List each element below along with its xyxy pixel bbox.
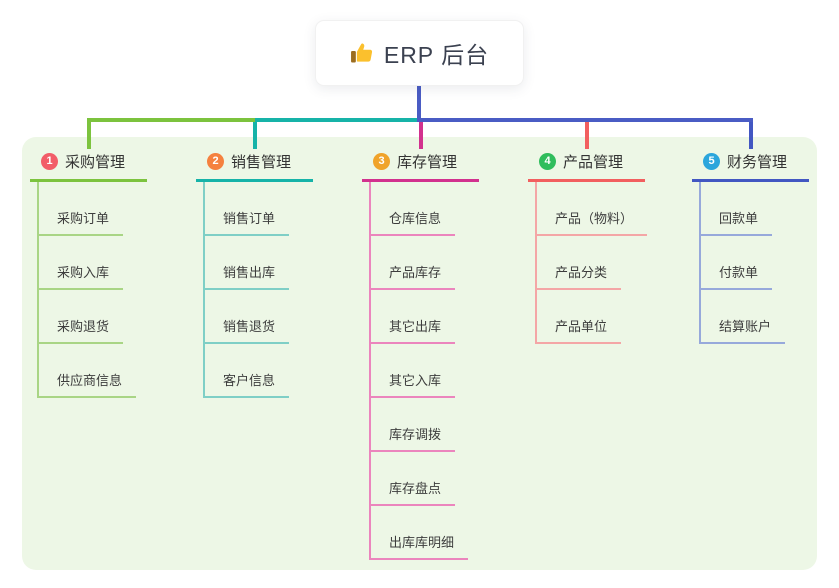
mindmap-node[interactable]: 销售订单 [203, 182, 290, 236]
branch-title: 库存管理 [397, 154, 458, 171]
branch-1: 1 采购管理采购订单采购入库采购退货供应商信息 [30, 148, 147, 398]
mindmap-node-label: 出库库明细 [389, 535, 455, 550]
mindmap-background-panel [22, 137, 817, 570]
mindmap-node-label: 库存调拨 [389, 427, 442, 442]
mindmap-node[interactable]: 采购退货 [37, 290, 124, 344]
mindmap-node-label: 采购入库 [57, 265, 110, 280]
branch-header-3[interactable]: 3 库存管理 [362, 148, 479, 182]
branch-connector-line [203, 182, 205, 398]
mindmap-node-label: 供应商信息 [57, 373, 123, 388]
mindmap-node[interactable]: 其它入库 [369, 344, 456, 398]
branch-index-badge: 5 [703, 153, 720, 170]
branch-title: 销售管理 [231, 154, 292, 171]
branch-children: 仓库信息产品库存其它出库其它入库库存调拨库存盘点出库库明细 [369, 182, 479, 560]
root-node-erp[interactable]: ERP 后台 [315, 20, 524, 86]
branch-4: 4 产品管理产品（物料） 产品分类产品单位 [528, 148, 648, 344]
mindmap-node-label: 销售出库 [223, 265, 276, 280]
branch-2: 2 销售管理销售订单销售出库销售退货客户信息 [196, 148, 313, 398]
mindmap-node[interactable]: 其它出库 [369, 290, 456, 344]
mindmap-node-label: 库存盘点 [389, 481, 442, 496]
mindmap-node-label: 结算账户 [719, 319, 772, 334]
branch-index-badge: 1 [41, 153, 58, 170]
mindmap-node[interactable]: 产品单位 [535, 290, 622, 344]
branch-children: 产品（物料） 产品分类产品单位 [535, 182, 648, 344]
connector-drop-branch-3 [419, 118, 423, 149]
branch-connector-line [369, 182, 371, 560]
mindmap-node[interactable]: 产品库存 [369, 236, 456, 290]
mindmap-node[interactable]: 库存调拨 [369, 398, 456, 452]
branch-3: 3 库存管理仓库信息产品库存其它出库其它入库库存调拨库存盘点出库库明细 [362, 148, 479, 560]
mindmap-node-label: 产品库存 [389, 265, 442, 280]
mindmap-node-label: 产品单位 [555, 319, 608, 334]
connector-trunk-left-green [89, 118, 255, 122]
mindmap-node[interactable]: 客户信息 [203, 344, 290, 398]
branch-title: 产品管理 [563, 154, 624, 171]
connector-trunk-right-blue [421, 118, 753, 122]
mindmap-node[interactable]: 销售退货 [203, 290, 290, 344]
mindmap-node-label: 其它入库 [389, 373, 442, 388]
connector-root-drop [417, 84, 421, 122]
branch-index-badge: 3 [373, 153, 390, 170]
branch-children: 回款单付款单结算账户 [699, 182, 809, 344]
mindmap-node-label: 客户信息 [223, 373, 276, 388]
branch-5: 5 财务管理回款单付款单结算账户 [692, 148, 809, 344]
mindmap-node-label: 销售退货 [223, 319, 276, 334]
mindmap-node[interactable]: 仓库信息 [369, 182, 456, 236]
mindmap-node[interactable]: 库存盘点 [369, 452, 456, 506]
thumbs-up-icon [350, 41, 375, 66]
branch-connector-line [37, 182, 39, 398]
branch-header-2[interactable]: 2 销售管理 [196, 148, 313, 182]
connector-trunk-mid-teal [255, 118, 421, 122]
mindmap-node-label: 仓库信息 [389, 211, 442, 226]
branch-children: 采购订单采购入库采购退货供应商信息 [37, 182, 147, 398]
mindmap-node-label: 采购退货 [57, 319, 110, 334]
branch-index-badge: 2 [207, 153, 224, 170]
mindmap-node[interactable]: 销售出库 [203, 236, 290, 290]
branch-header-1[interactable]: 1 采购管理 [30, 148, 147, 182]
branch-header-4[interactable]: 4 产品管理 [528, 148, 645, 182]
mindmap-node[interactable]: 出库库明细 [369, 506, 469, 560]
connector-drop-branch-1 [87, 118, 91, 149]
branch-index-badge: 4 [539, 153, 556, 170]
mindmap-node-label: 采购订单 [57, 211, 110, 226]
mindmap-node[interactable]: 结算账户 [699, 290, 786, 344]
mindmap-node[interactable]: 付款单 [699, 236, 773, 290]
mindmap-node[interactable]: 回款单 [699, 182, 773, 236]
branch-title: 采购管理 [65, 154, 126, 171]
mindmap-node-label: 产品（物料） [555, 211, 634, 226]
branch-connector-line [535, 182, 537, 344]
branch-connector-line [699, 182, 701, 344]
connector-drop-branch-5 [749, 118, 753, 149]
branch-children: 销售订单销售出库销售退货客户信息 [203, 182, 313, 398]
root-node-label: ERP 后台 [383, 42, 490, 68]
mindmap-node-label: 销售订单 [223, 211, 276, 226]
mindmap-node[interactable]: 产品分类 [535, 236, 622, 290]
mindmap-node-label: 回款单 [719, 211, 759, 226]
mindmap-node[interactable]: 产品（物料） [535, 182, 648, 236]
mindmap-node-label: 产品分类 [555, 265, 608, 280]
mindmap-node[interactable]: 供应商信息 [37, 344, 137, 398]
mindmap-node[interactable]: 采购入库 [37, 236, 124, 290]
branch-title: 财务管理 [727, 154, 788, 171]
mindmap-node-label: 付款单 [719, 265, 759, 280]
branch-header-5[interactable]: 5 财务管理 [692, 148, 809, 182]
mindmap-node[interactable]: 采购订单 [37, 182, 124, 236]
mindmap-node-label: 其它出库 [389, 319, 442, 334]
connector-drop-branch-4 [585, 118, 589, 149]
connector-drop-branch-2 [253, 118, 257, 149]
